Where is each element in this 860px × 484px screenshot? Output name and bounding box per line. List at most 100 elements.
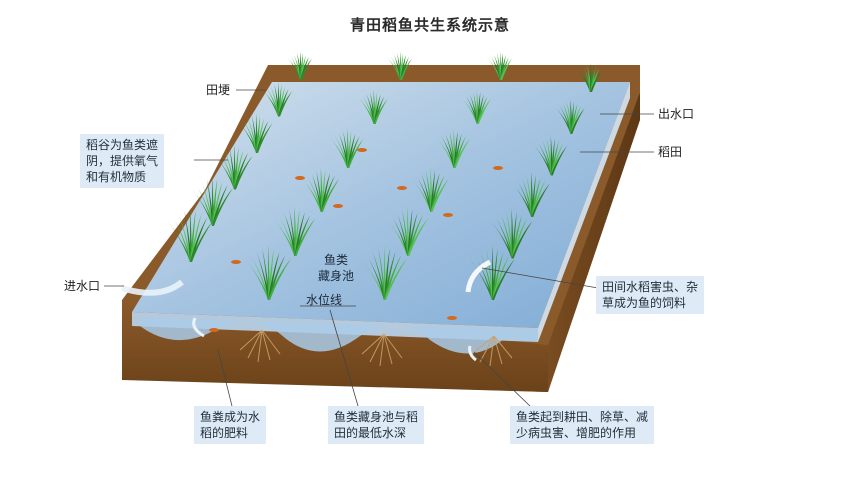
label-paddy: 稻田 bbox=[658, 145, 683, 159]
rice-blade bbox=[500, 58, 512, 80]
rice-blade bbox=[391, 215, 410, 256]
rice-blade bbox=[430, 170, 436, 212]
callout-fish-manure: 鱼粪成为水 稻的肥料 bbox=[194, 406, 267, 444]
rice-blade bbox=[320, 178, 340, 212]
rice-blade bbox=[430, 175, 445, 212]
rice-clump bbox=[512, 172, 550, 217]
rice-blade bbox=[320, 175, 335, 212]
callout-pests-feed: 田间水稻害虫、杂 草成为鱼的饲料 bbox=[596, 276, 705, 314]
rice-clump bbox=[302, 167, 340, 212]
label-water-line: 水位线 bbox=[306, 293, 343, 307]
rice-blade bbox=[373, 96, 385, 124]
rice-blade bbox=[512, 183, 534, 217]
rice-blade bbox=[347, 133, 356, 168]
rice-blade bbox=[570, 108, 585, 134]
rice-blade bbox=[531, 177, 541, 217]
rice-blade bbox=[306, 175, 323, 212]
rice-blade bbox=[400, 54, 406, 80]
page-title: 青田稻鱼共生系统示意 bbox=[349, 16, 510, 34]
rice-blade bbox=[191, 188, 214, 226]
rice-blade bbox=[190, 220, 213, 262]
rice-blade bbox=[268, 255, 286, 300]
leader-lines bbox=[104, 89, 654, 409]
rice-blade bbox=[373, 94, 381, 124]
rice-blade bbox=[521, 177, 534, 217]
rice-blade bbox=[256, 251, 270, 300]
rice-blade bbox=[311, 172, 323, 212]
rice-clump bbox=[191, 175, 233, 226]
rice-blade bbox=[437, 138, 456, 168]
rice-blade bbox=[492, 248, 498, 300]
rice-blade bbox=[531, 174, 536, 217]
rice-clump bbox=[239, 113, 273, 153]
rice-blade bbox=[366, 255, 386, 300]
rice-blade bbox=[384, 258, 407, 300]
rice-blade bbox=[373, 98, 388, 124]
rice-blade bbox=[278, 84, 282, 117]
rice-blade bbox=[396, 212, 410, 256]
rice-blade bbox=[570, 101, 574, 134]
rice-blade bbox=[511, 220, 533, 259]
rice-blade bbox=[531, 183, 550, 217]
rice-blade bbox=[172, 217, 192, 262]
rice-blade bbox=[284, 212, 297, 256]
rice-plants bbox=[167, 51, 602, 300]
rice-blade bbox=[256, 123, 273, 153]
rice-blade bbox=[570, 103, 578, 134]
rice-clump bbox=[386, 206, 428, 256]
rice-blade bbox=[474, 255, 494, 300]
rice-blade bbox=[511, 214, 522, 259]
rice-blade bbox=[496, 217, 514, 259]
rice-blade bbox=[480, 251, 494, 300]
rice-clump bbox=[388, 51, 412, 80]
rice-blade bbox=[256, 115, 261, 153]
rice-blade bbox=[490, 220, 514, 259]
rice-blade bbox=[234, 147, 239, 190]
rice-blade bbox=[476, 92, 481, 124]
callout-shade-oxygen: 稻谷为鱼类遮 阴，提供氧气 和有机物质 bbox=[80, 134, 165, 188]
outflow-arrow bbox=[465, 259, 492, 293]
rice-blade bbox=[268, 258, 291, 300]
rice-blade bbox=[407, 218, 428, 256]
rice-blade bbox=[268, 248, 274, 300]
rice-blade bbox=[590, 66, 596, 92]
rice-blade bbox=[224, 150, 236, 190]
callout-min-depth: 鱼类藏身池与稻 田的最低水深 bbox=[328, 406, 425, 444]
callout-fish-functions: 鱼类起到耕田、除草、减 少病虫害、增肥的作用 bbox=[510, 406, 655, 444]
rice-clump bbox=[556, 99, 585, 134]
rice-blade bbox=[212, 181, 223, 226]
rice-blade bbox=[453, 136, 466, 168]
rice-blade bbox=[302, 178, 323, 212]
rice-blade bbox=[334, 136, 350, 168]
rice-blade bbox=[243, 120, 258, 153]
rice-blade bbox=[239, 123, 258, 153]
rice-blade bbox=[501, 214, 514, 259]
rice-blade bbox=[453, 138, 470, 168]
rice-blade bbox=[407, 212, 418, 256]
rice-blade bbox=[590, 70, 602, 92]
rice-blade bbox=[511, 217, 528, 259]
rice-clump bbox=[245, 244, 291, 300]
rice-blade bbox=[278, 215, 297, 256]
label-inlet: 进水口 bbox=[64, 279, 101, 293]
rice-blade bbox=[178, 213, 192, 262]
rice-blade bbox=[538, 143, 553, 176]
rice-blade bbox=[462, 98, 479, 124]
rice-blade bbox=[441, 136, 456, 168]
rice-blade bbox=[320, 172, 331, 212]
rice-blade bbox=[212, 178, 218, 226]
rice-blade bbox=[300, 54, 306, 80]
rice-blade bbox=[190, 210, 196, 262]
rice-blade bbox=[201, 181, 214, 226]
rice-clump bbox=[490, 208, 533, 259]
rice-blade bbox=[416, 175, 433, 212]
rice-blade bbox=[220, 152, 236, 190]
rice-blade bbox=[347, 138, 364, 168]
rice-clump bbox=[437, 128, 470, 168]
rice-blade bbox=[294, 218, 316, 256]
rice-blade bbox=[407, 215, 423, 256]
rice-clump bbox=[462, 89, 491, 124]
rice-blade bbox=[347, 136, 360, 168]
rice-blade bbox=[550, 145, 568, 176]
